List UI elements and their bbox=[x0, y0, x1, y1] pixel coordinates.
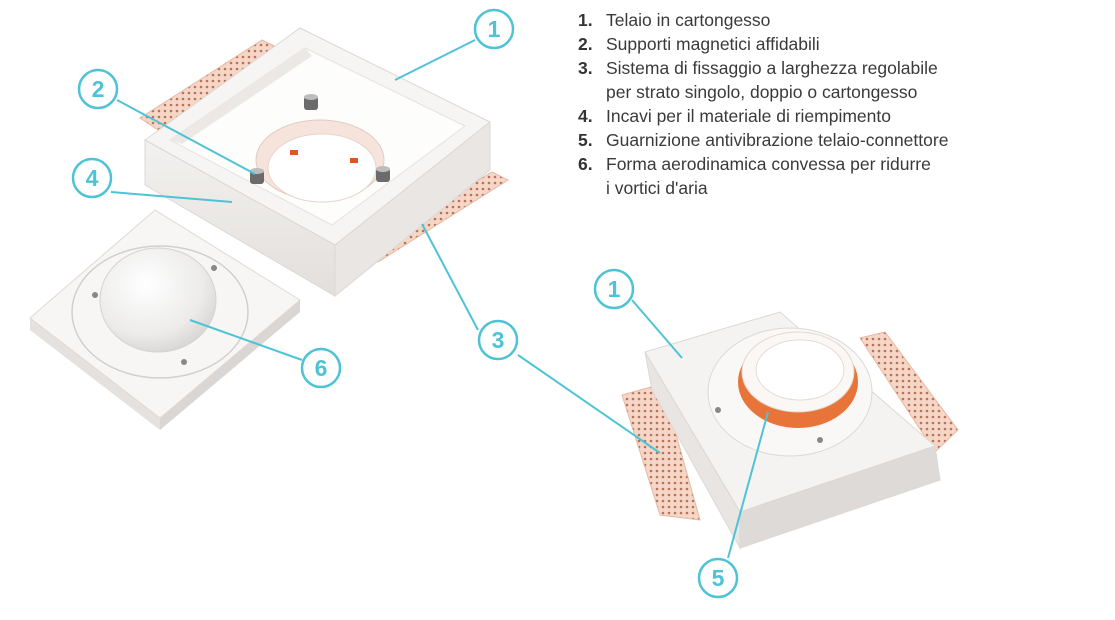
frame-round-opening bbox=[267, 133, 377, 203]
legend-number: 1. bbox=[578, 10, 593, 30]
legend-number: 2. bbox=[578, 34, 593, 54]
legend-item: 3. Sistema di fissaggio a larghezza rego… bbox=[578, 56, 1078, 104]
connector-opening bbox=[755, 339, 845, 401]
cover-plate-side-right bbox=[160, 300, 300, 430]
svg-text:1: 1 bbox=[488, 16, 501, 42]
assembled-right-side bbox=[739, 445, 941, 549]
legend-number: 3. bbox=[578, 58, 593, 78]
legend-item: 4. Incavi per il materiale di riempiment… bbox=[578, 104, 1078, 128]
legend-text: Guarnizione antivibrazione telaio-connet… bbox=[606, 130, 949, 150]
callout-leaders bbox=[110, 39, 769, 559]
magnet-support bbox=[376, 166, 390, 182]
magnet-support bbox=[250, 168, 264, 184]
svg-text:1: 1 bbox=[608, 276, 621, 302]
frame-inner-shadow bbox=[170, 48, 312, 144]
callout-1: 1 bbox=[473, 8, 515, 50]
svg-text:6: 6 bbox=[315, 355, 328, 381]
legend-text: Sistema di fissaggio a larghezza regolab… bbox=[606, 58, 938, 102]
assembled-frame-illustration bbox=[621, 311, 959, 550]
frame-outer-right-side bbox=[334, 120, 491, 298]
legend-number: 4. bbox=[578, 106, 593, 126]
svg-text:3: 3 bbox=[492, 327, 505, 353]
cover-ring bbox=[71, 245, 249, 379]
svg-text:2: 2 bbox=[92, 76, 105, 102]
convex-dome bbox=[99, 247, 217, 353]
legend-number: 5. bbox=[578, 130, 593, 150]
legend-text: Supporti magnetici affidabili bbox=[606, 34, 820, 54]
cover-plate-side bbox=[30, 318, 160, 430]
frame-illustration bbox=[139, 27, 510, 298]
callout-6: 6 bbox=[300, 347, 342, 389]
svg-text:4: 4 bbox=[86, 165, 99, 191]
legend-number: 6. bbox=[578, 154, 593, 174]
callout-4: 4 bbox=[71, 157, 113, 199]
feature-legend: 1. Telaio in cartongesso 2. Supporti mag… bbox=[578, 8, 1078, 200]
callout-2: 2 bbox=[77, 68, 119, 110]
mesh-wing-right bbox=[859, 331, 959, 453]
callout-1-assembled: 1 bbox=[593, 268, 635, 310]
legend-text: Incavi per il materiale di riempimento bbox=[606, 106, 891, 126]
magnet-support bbox=[304, 94, 318, 110]
mesh-wing-left bbox=[621, 383, 701, 521]
callout-5: 5 bbox=[697, 557, 739, 599]
callout-3: 3 bbox=[477, 319, 519, 361]
legend-text: Telaio in cartongesso bbox=[606, 10, 771, 30]
legend-item: 1. Telaio in cartongesso bbox=[578, 8, 1078, 32]
svg-text:5: 5 bbox=[712, 565, 725, 591]
legend-item: 6. Forma aerodinamica convessa per ridur… bbox=[578, 152, 1078, 200]
legend-item: 2. Supporti magnetici affidabili bbox=[578, 32, 1078, 56]
cover-plate-illustration bbox=[29, 209, 301, 430]
legend-item: 5. Guarnizione antivibrazione telaio-con… bbox=[578, 128, 1078, 152]
